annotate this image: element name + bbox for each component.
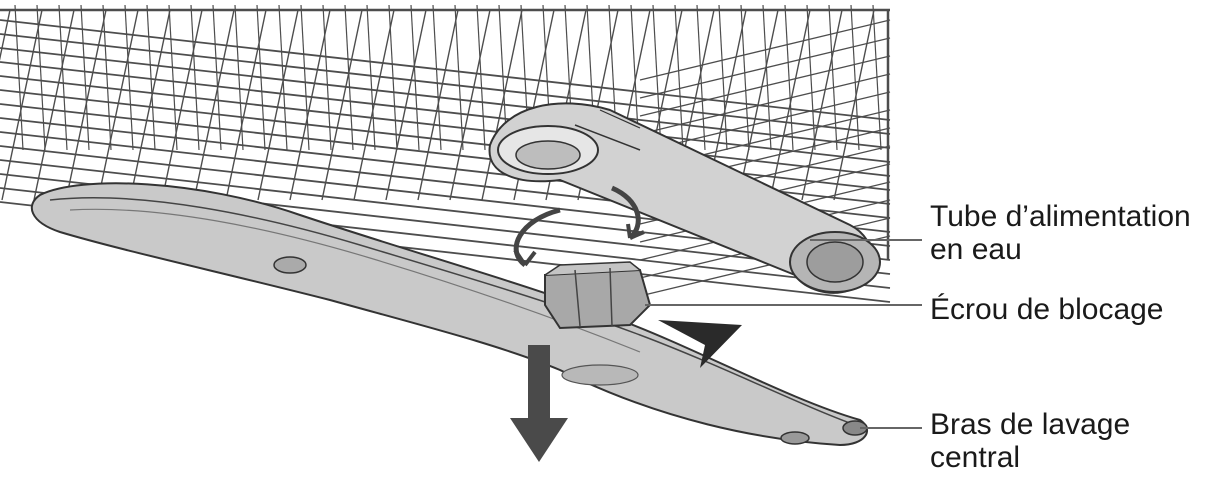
rack-wire [801, 9, 843, 201]
rack-wire [784, 4, 794, 151]
rack-wire [36, 4, 46, 151]
rack-wire [14, 4, 24, 151]
rack-wire [322, 4, 332, 151]
rack-wire [344, 4, 354, 151]
locking-nut [544, 261, 652, 330]
rack-wire [449, 9, 491, 201]
label-arm-line2: central [930, 441, 1021, 474]
rack-wire [129, 9, 171, 201]
rack-wire [33, 9, 75, 201]
rack-wire [696, 4, 706, 151]
rack-wire [828, 4, 838, 151]
rack-wire [257, 9, 299, 201]
rack-wire [193, 9, 235, 201]
label-locking-nut: Écrou de blocage [930, 293, 1164, 326]
rack-wire [0, 9, 11, 61]
rack-wire [432, 4, 442, 151]
down-arrow-icon [510, 345, 568, 462]
rack-wire [0, 33, 891, 135]
rack-wire [481, 9, 523, 201]
rack-wire [385, 9, 427, 201]
rack-wire [740, 4, 750, 151]
label-tube-line2: en eau [930, 233, 1022, 266]
rack-wire [146, 4, 156, 151]
rack-wire [639, 91, 891, 153]
rack-wire [850, 4, 860, 151]
central-wash-arm [30, 182, 868, 447]
rack-wire [321, 9, 363, 201]
rack-wire [289, 9, 331, 201]
rack-wire [639, 73, 891, 135]
rack-wire [102, 4, 112, 151]
rack-wire [97, 9, 139, 201]
rack-wire [58, 4, 68, 151]
water-supply-tube [488, 102, 881, 294]
label-nut-text: Écrou de blocage [930, 293, 1164, 326]
label-water-supply-tube: Tube d’alimentation en eau [930, 200, 1191, 266]
rack-wire [1, 9, 43, 201]
rack-wire [737, 9, 779, 201]
rack-wire [0, 47, 891, 149]
label-tube-line1: Tube d’alimentation [930, 200, 1191, 233]
rack-wire [388, 4, 398, 151]
rack-wire [762, 4, 772, 151]
rack-wire [476, 4, 486, 151]
rack-wire [652, 4, 662, 151]
rack-wire [124, 4, 134, 151]
rack-wire [833, 9, 875, 201]
rack-wire [639, 55, 891, 117]
rack-wire [300, 4, 310, 151]
rack-wire [0, 75, 891, 177]
rack-wire [80, 4, 90, 151]
label-central-wash-arm: Bras de lavage central [930, 408, 1130, 474]
rack-wire [353, 9, 395, 201]
rack-wire [674, 4, 684, 151]
rack-wire [806, 4, 816, 151]
rack-wire [454, 4, 464, 151]
rack-wire [639, 19, 891, 81]
rack-wire [366, 4, 376, 151]
rack-wire [639, 37, 891, 99]
rotate-arrows-icon [513, 185, 645, 267]
rack-wire [212, 4, 222, 151]
rack-wire [168, 4, 178, 151]
rack-wire [161, 9, 203, 201]
chevron-pointer-icon [658, 320, 742, 368]
rack-wire [278, 4, 288, 151]
rack-wire [234, 4, 244, 151]
leader-lines [645, 239, 922, 429]
label-arm-line1: Bras de lavage [930, 408, 1131, 441]
rack-wire [190, 4, 200, 151]
rack-wire [410, 4, 420, 151]
rack-wire [256, 4, 266, 151]
